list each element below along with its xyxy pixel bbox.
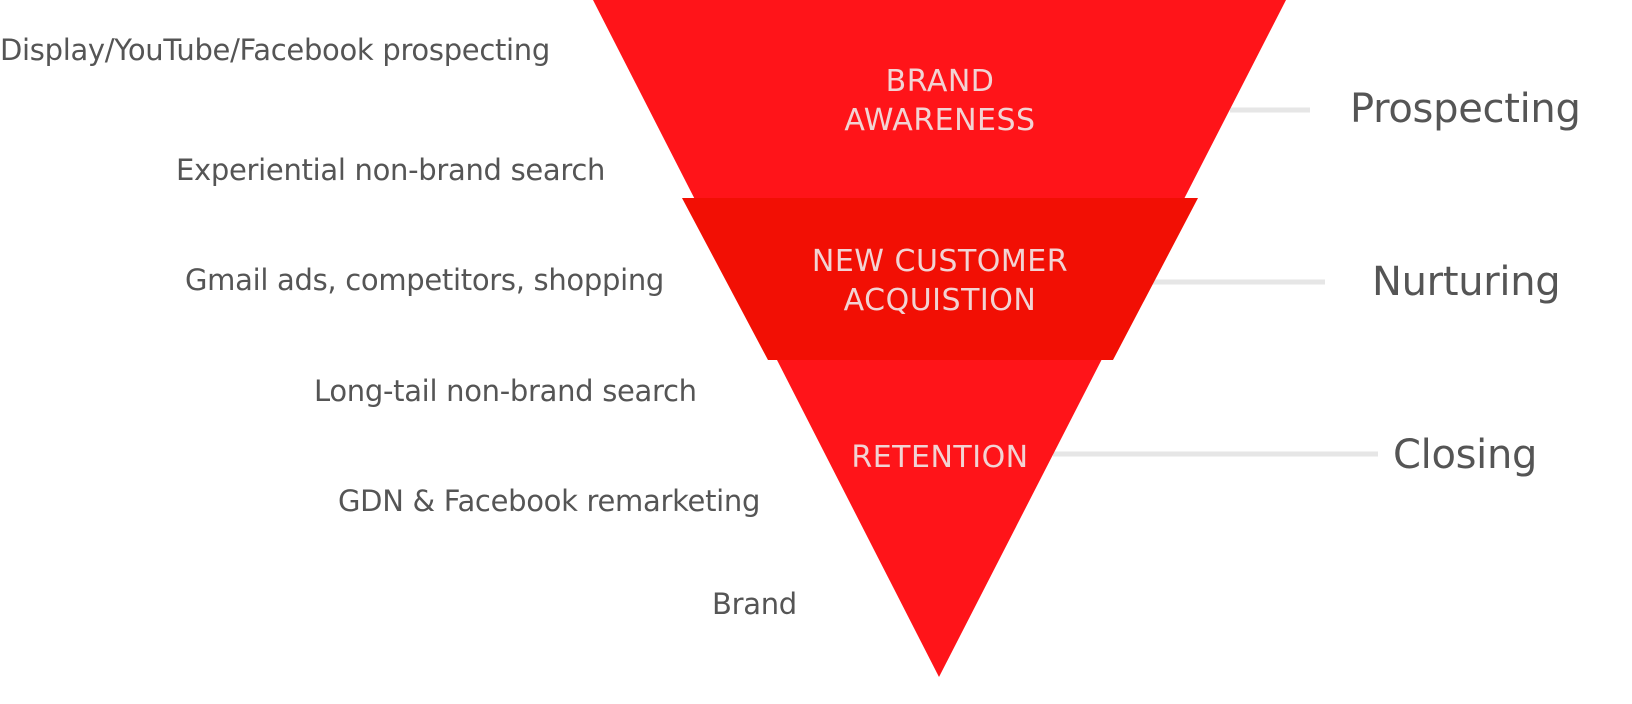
- stage-new-customer-acquisition-label: NEW CUSTOMER ACQUISTION: [740, 242, 1140, 320]
- tactic-gmail-competitors-shopping: Gmail ads, competitors, shopping: [185, 263, 665, 297]
- phase-prospecting: Prospecting: [1350, 86, 1581, 132]
- tactic-long-tail-search: Long-tail non-brand search: [314, 374, 697, 408]
- stage-brand-awareness-line2: AWARENESS: [844, 103, 1036, 138]
- tactic-experiential-search: Experiential non-brand search: [176, 153, 606, 187]
- stage-retention-line1: RETENTION: [851, 440, 1029, 475]
- tactic-brand: Brand: [712, 587, 797, 621]
- stage-brand-awareness-line1: BRAND: [885, 64, 995, 99]
- stage-acquisition-line1: NEW CUSTOMER: [811, 244, 1069, 279]
- funnel-stage-acquisition-band: [682, 198, 1198, 360]
- phase-nurturing: Nurturing: [1372, 259, 1561, 305]
- stage-brand-awareness-label: BRAND AWARENESS: [790, 62, 1090, 140]
- tactic-display-youtube-facebook: Display/YouTube/Facebook prospecting: [0, 33, 550, 67]
- stage-retention-label: RETENTION: [790, 438, 1090, 477]
- stage-acquisition-line2: ACQUISTION: [843, 283, 1037, 318]
- tactic-remarketing: GDN & Facebook remarketing: [338, 484, 761, 518]
- phase-closing: Closing: [1393, 432, 1538, 478]
